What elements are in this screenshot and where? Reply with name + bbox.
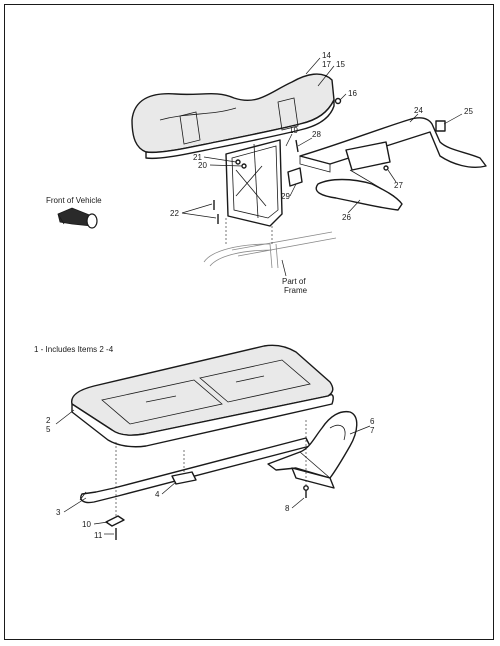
foot-rest xyxy=(315,141,403,211)
callout-24: 24 xyxy=(414,106,423,115)
includes-note: 1 - Includes Items 2 -4 xyxy=(34,345,114,354)
washer-10 xyxy=(105,515,125,527)
part-of-frame-label-2: Frame xyxy=(284,286,308,295)
seat-support-bracket xyxy=(267,410,358,489)
screw-27 xyxy=(383,165,389,171)
callout-27: 27 xyxy=(394,181,403,190)
callout-15: 15 xyxy=(336,60,345,69)
callout-26: 26 xyxy=(342,213,351,222)
seat-back-cushion xyxy=(131,73,335,160)
washer-20 xyxy=(241,163,247,169)
diagram-border xyxy=(4,4,494,640)
callout-21: 21 xyxy=(193,153,202,162)
part-of-frame-label-1: Part of xyxy=(282,277,306,286)
screw-16 xyxy=(334,97,342,105)
callout-22: 22 xyxy=(170,209,179,218)
clip-25 xyxy=(435,120,446,132)
grab-bar xyxy=(299,117,487,173)
front-of-vehicle-label: Front of Vehicle xyxy=(46,196,102,205)
callout-17: 17 xyxy=(322,60,331,69)
upper-leader-lines xyxy=(181,57,463,277)
callout-19: 19 xyxy=(289,126,298,135)
seat-bottom-cushion xyxy=(71,344,334,448)
callout-14: 14 xyxy=(322,51,331,60)
bracket-29 xyxy=(287,167,303,187)
lower-leader-lines xyxy=(55,409,371,535)
pad-4 xyxy=(171,471,197,485)
callout-5: 5 xyxy=(46,425,51,434)
callout-28: 28 xyxy=(312,130,321,139)
callout-3: 3 xyxy=(56,508,61,517)
bolt-28 xyxy=(295,139,299,153)
callout-4: 4 xyxy=(155,490,160,499)
vehicle-frame xyxy=(203,218,337,269)
callout-6: 6 xyxy=(370,417,375,426)
callout-16: 16 xyxy=(348,89,357,98)
bolt-21 xyxy=(235,159,241,165)
screw-8-head xyxy=(303,485,309,491)
callout-2: 2 xyxy=(46,416,51,425)
seat-back-bracket xyxy=(225,139,283,227)
callout-25: 25 xyxy=(464,107,473,116)
callout-10: 10 xyxy=(82,520,91,529)
callout-20: 20 xyxy=(198,161,207,170)
front-of-vehicle-arrow-icon xyxy=(57,207,98,229)
support-bar xyxy=(79,437,311,504)
callout-11: 11 xyxy=(94,531,103,540)
callout-7: 7 xyxy=(370,426,375,435)
callout-29: 29 xyxy=(281,192,290,201)
callout-8: 8 xyxy=(285,504,290,513)
